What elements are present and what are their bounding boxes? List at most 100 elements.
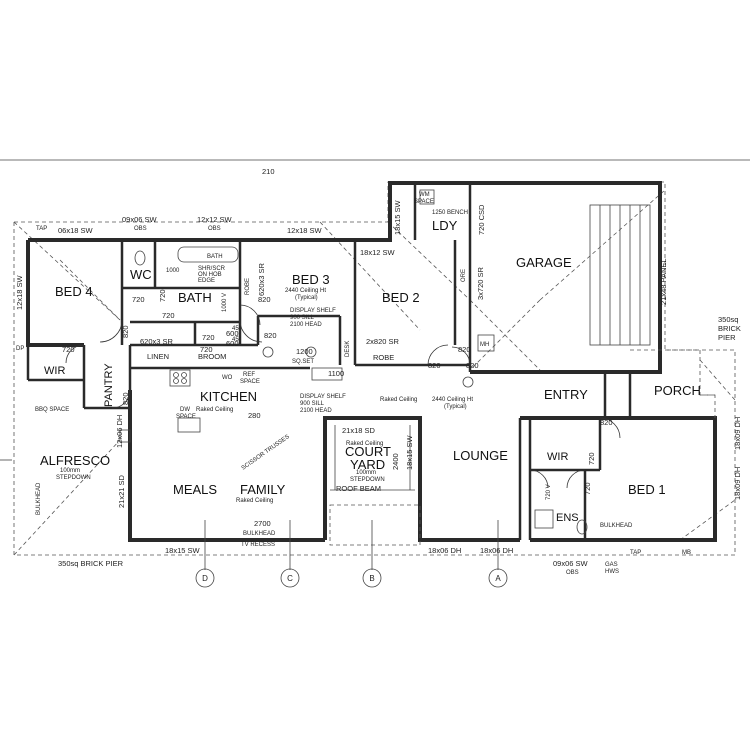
room-label-desk: DESK: [345, 341, 351, 357]
window-label: 18x09 DH: [733, 417, 742, 450]
note: TV RECESS: [241, 542, 275, 548]
note: Raked Ceiling: [380, 397, 417, 403]
door-label: 720: [162, 311, 175, 320]
note: SHR/SCR: [198, 266, 226, 272]
note: BATH: [207, 254, 223, 260]
note: OBS: [566, 570, 579, 576]
room-label-broom: BROOM: [198, 352, 226, 361]
note: DISPLAY SHELF: [290, 308, 336, 314]
note: OBS: [208, 226, 221, 232]
window-label: 12x18 SW: [15, 274, 24, 310]
note: SPACE: [240, 379, 260, 385]
note: SPACE: [414, 199, 434, 205]
door-labels: 820 720 720 720 720 820 820 820 820 820 …: [62, 289, 613, 495]
room-label-kitchen: KITCHEN: [200, 389, 257, 404]
axis-label-b: B: [369, 574, 374, 583]
internal-walls: [26, 183, 632, 540]
room-label-bed1: BED 1: [628, 482, 666, 497]
note: Raked Ceiling: [196, 407, 233, 413]
window-label: 12x18 SW: [287, 226, 323, 235]
door-label: 720: [132, 295, 145, 304]
window-label: 06x18 SW: [58, 226, 94, 235]
door-label: 820: [458, 345, 471, 354]
note: TAP: [36, 226, 47, 232]
note: BULKHEAD: [243, 531, 276, 537]
note: 900 SILL: [300, 401, 325, 407]
dimension-label: 45°: [232, 337, 242, 343]
axis-label-a: A: [495, 574, 501, 583]
note: EDGE: [198, 278, 215, 284]
room-label-family: FAMILY: [240, 482, 286, 497]
dimension-label: 1000 V: [222, 293, 228, 312]
note: 350sq BRICK PIER: [58, 559, 124, 568]
dimension-label: 1100: [328, 369, 344, 378]
door-label: 720: [587, 452, 596, 465]
door-label: 720: [62, 345, 75, 354]
note: 100mm: [60, 468, 80, 474]
note: REF: [243, 372, 255, 378]
axis-marker-c: [280, 568, 300, 588]
note: STEPDOWN: [56, 475, 91, 481]
door-label: 720: [583, 482, 592, 495]
dimension-label: 1200: [296, 347, 313, 356]
window-label: 21x18 SD: [342, 426, 376, 435]
note: STEPDOWN: [350, 477, 385, 483]
axis-label-c: C: [287, 574, 293, 583]
note: OBS: [134, 226, 147, 232]
dimension-label: 720 CSD: [477, 204, 486, 235]
window-label: 12x12 SW: [197, 215, 233, 224]
note: GAS: [605, 562, 618, 568]
window-label: 21x48 PANEL: [659, 258, 668, 305]
dimension-label: 45°: [232, 326, 242, 332]
note: DW: [180, 407, 190, 413]
axis-label-d: D: [202, 574, 208, 583]
note: Raked Ceiling: [236, 498, 273, 504]
note: DP: [16, 346, 24, 352]
dimension-label: 720 V: [546, 484, 552, 500]
note: 1250 BENCH: [432, 210, 468, 216]
room-label-wc: WC: [130, 267, 152, 282]
room-label-ens: ENS: [556, 512, 579, 524]
courtyard-outline: [329, 425, 421, 546]
window-label: 18x12 SW: [360, 248, 396, 257]
window-label: 18x06 DH: [428, 546, 461, 555]
note: BRICK: [718, 324, 741, 333]
fixtures: [119, 189, 588, 535]
door-label: 820: [258, 295, 271, 304]
dimension-label: 1000: [166, 268, 180, 274]
room-label-court: COURT: [345, 444, 391, 459]
note: 2100 HEAD: [290, 322, 322, 328]
note: WM: [419, 192, 430, 198]
note: ROOF BEAM: [336, 484, 381, 493]
note: PIER: [718, 333, 736, 342]
note: DISPLAY SHELF: [300, 394, 346, 400]
window-label: 21x21 SD: [117, 474, 126, 508]
note: WO: [222, 375, 233, 381]
dimension-label: 620x3 SR: [257, 262, 266, 296]
door-label: 720: [158, 289, 167, 302]
window-label: 12x06 DH: [115, 415, 124, 448]
window-label: 18x15 SW: [405, 434, 414, 470]
door-label: 820: [264, 331, 277, 340]
note: TAP: [630, 550, 641, 556]
room-label-wir-left: WIR: [44, 365, 65, 377]
dimension-label: 2700: [254, 519, 271, 528]
porch-steps: [700, 394, 716, 418]
garage-door-panel: [589, 204, 651, 346]
room-label-bath: BATH: [178, 290, 212, 305]
door-label: 820: [600, 418, 613, 427]
room-label-entry: ENTRY: [544, 387, 588, 402]
dimension-label: 620x3 SR: [140, 337, 174, 346]
room-label-garage: GARAGE: [516, 255, 572, 270]
note: SCISSOR TRUSSES: [241, 434, 291, 472]
room-label-linen: LINEN: [147, 352, 169, 361]
note: 2440 Ceiling Ht: [285, 288, 326, 294]
note: HWS: [605, 569, 619, 575]
note: 100mm: [356, 470, 376, 476]
axis-marker-b: [362, 568, 382, 588]
note: 2100 HEAD: [300, 408, 332, 414]
note: ORE: [461, 269, 467, 282]
room-label-robe-bed2: ROBE: [373, 353, 394, 362]
note: (Typical): [295, 295, 318, 301]
